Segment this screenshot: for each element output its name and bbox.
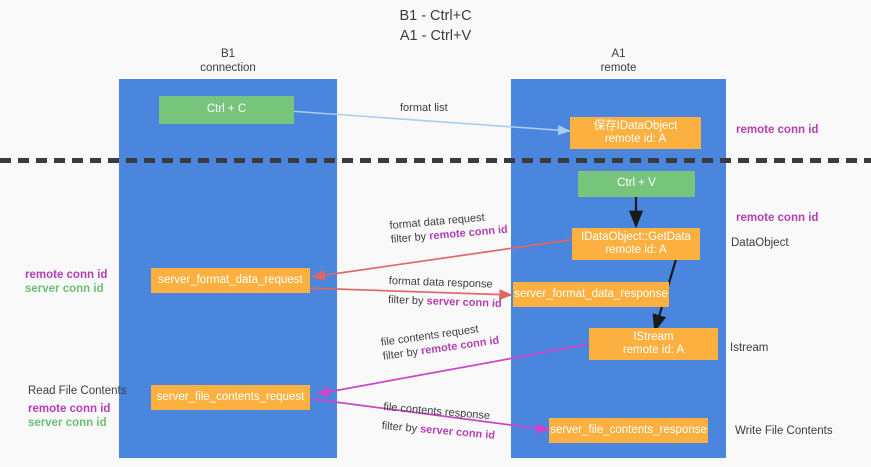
edge-label-format-data-response-text: format data response: [388, 274, 493, 291]
node-server-format-data-request-label: server_format_data_request: [158, 273, 303, 286]
node-server-file-contents-response[interactable]: server_file_contents_response: [549, 418, 708, 443]
node-server-format-data-response[interactable]: server_format_data_response: [513, 282, 669, 307]
node-save-idataobject-line2: remote id: A: [604, 133, 667, 145]
lane-caption-a1: A1 remote: [511, 48, 726, 75]
node-server-file-contents-request-label: server_file_contents_request: [156, 390, 305, 403]
node-ctrl-c[interactable]: Ctrl + C: [159, 96, 294, 124]
node-idataobject-getdata[interactable]: IDataObject::GetData remote id: A: [572, 228, 700, 260]
annotation-write-file-contents: Write File Contents: [735, 425, 833, 437]
edge-label-format-list-text: format list: [400, 102, 448, 114]
node-idataobject-getdata-line2: remote id: A: [605, 244, 667, 256]
node-server-file-contents-response-label: server_file_contents_response: [550, 423, 707, 436]
node-ctrl-v[interactable]: Ctrl + V: [578, 171, 695, 197]
lane-caption-b1: B1 connection: [119, 48, 337, 75]
node-istream-line1: IStream: [633, 330, 674, 343]
filter-by-prefix-4: filter by: [381, 419, 421, 436]
edge-label-file-contents-response: file contents response filter by server …: [381, 400, 497, 443]
node-ctrl-c-label: Ctrl + C: [206, 103, 247, 116]
lane-b1-title: B1: [220, 48, 236, 60]
annotation-left-server-conn-id-2: server conn id: [28, 417, 107, 429]
node-istream[interactable]: IStream remote id: A: [589, 328, 718, 360]
annotation-istream: Istream: [730, 342, 769, 354]
phase-divider: [0, 158, 871, 163]
page-title: B1 - Ctrl+C A1 - Ctrl+V: [0, 6, 871, 46]
annotation-dataobject: DataObject: [731, 237, 789, 249]
annotation-read-file-contents: Read File Contents: [28, 385, 127, 397]
edge-label-format-data-response: format data response filter by server co…: [388, 274, 503, 311]
filter-by-prefix-1: filter by: [390, 230, 430, 246]
annotation-remote-conn-id-top: remote conn id: [736, 124, 819, 136]
annotation-left-remote-conn-id-2: remote conn id: [28, 403, 111, 415]
lane-b1-subtitle: connection: [200, 61, 256, 74]
edge-label-file-contents-request: file contents request filter by remote c…: [380, 320, 500, 364]
node-server-format-data-request[interactable]: server_format_data_request: [151, 268, 310, 293]
node-server-file-contents-request[interactable]: server_file_contents_request: [151, 385, 310, 410]
filter-by-prefix-3: filter by: [382, 345, 422, 363]
title-line-1: B1 - Ctrl+C: [399, 8, 472, 24]
title-line-2: A1 - Ctrl+V: [399, 28, 472, 44]
lane-a1-subtitle: remote: [600, 61, 637, 74]
filter-server-conn-id-2: server conn id: [419, 423, 496, 442]
edge-label-format-data-request: format data request filter by remote con…: [389, 209, 508, 247]
node-save-idataobject[interactable]: 保存IDataObject remote id: A: [570, 117, 701, 149]
annotation-left-server-conn-id: server conn id: [25, 283, 104, 295]
filter-server-conn-id-1: server conn id: [426, 295, 502, 310]
node-ctrl-v-label: Ctrl + V: [617, 177, 656, 190]
node-idataobject-getdata-line1: IDataObject::GetData: [581, 230, 691, 243]
node-save-idataobject-line1: 保存IDataObject: [593, 119, 678, 132]
edge-label-format-data-response-filter: filter by server conn id: [388, 293, 502, 311]
edge-label-file-contents-response-filter: filter by server conn id: [381, 419, 496, 443]
filter-by-prefix-2: filter by: [387, 293, 427, 308]
node-istream-line2: remote id: A: [622, 344, 685, 356]
edge-label-format-list: format list: [400, 101, 448, 115]
node-server-format-data-response-label: server_format_data_response: [514, 287, 668, 300]
lane-a1-title: A1: [611, 48, 626, 60]
annotation-left-remote-conn-id: remote conn id: [25, 269, 108, 281]
annotation-remote-conn-id-mid: remote conn id: [736, 212, 819, 224]
